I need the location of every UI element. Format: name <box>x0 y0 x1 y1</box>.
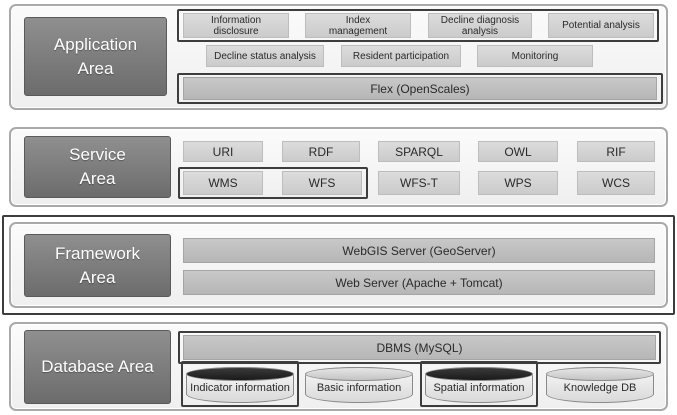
db-cylinder-indicator-information-label: Indicator information <box>190 382 290 394</box>
app-box-resident-participation: Resident participation <box>341 45 461 67</box>
database-bar-dbms: DBMS (MySQL) <box>183 335 656 360</box>
framework-bar-webgis-server: WebGIS Server (GeoServer) <box>183 238 655 263</box>
app-box-information-disclosure: Information disclosure <box>183 13 289 38</box>
service-box-wfs: WFS <box>282 171 362 195</box>
application-area-label: Application Area <box>24 17 167 96</box>
app-box-decline-diagnosis-analysis: Decline diagnosis analysis <box>428 13 532 38</box>
framework-area-label: Framework Area <box>24 234 171 297</box>
service-box-wms: WMS <box>183 171 263 195</box>
db-cylinder-knowledge-db-label: Knowledge DB <box>563 382 637 394</box>
framework-bar-web-server: Web Server (Apache + Tomcat) <box>183 270 655 295</box>
app-box-decline-status-analysis: Decline status analysis <box>206 45 324 67</box>
service-box-wps: WPS <box>478 171 558 195</box>
db-cylinder-knowledge-db: Knowledge DB <box>546 367 654 403</box>
database-area-label: Database Area <box>24 330 171 404</box>
service-area-label: Service Area <box>24 136 171 198</box>
db-cylinder-indicator-information: Indicator information <box>186 367 294 403</box>
service-box-wcs: WCS <box>577 171 655 195</box>
db-cylinder-spatial-information: Spatial information <box>425 367 533 403</box>
db-cylinder-basic-information-label: Basic information <box>316 382 402 394</box>
app-box-monitoring: Monitoring <box>477 45 593 67</box>
service-box-uri: URI <box>183 141 263 162</box>
service-box-owl: OWL <box>478 141 558 162</box>
app-bar-flex: Flex (OpenScales) <box>183 77 657 100</box>
app-box-index-management: Index management <box>305 13 411 38</box>
service-box-rdf: RDF <box>282 141 360 162</box>
service-box-wfs-t: WFS-T <box>378 171 460 195</box>
app-box-potential-analysis: Potential analysis <box>548 13 654 38</box>
service-box-sparql: SPARQL <box>378 141 460 162</box>
db-cylinder-basic-information: Basic information <box>305 367 413 403</box>
service-box-rif: RIF <box>577 141 655 162</box>
db-cylinder-spatial-information-label: Spatial information <box>433 382 525 394</box>
